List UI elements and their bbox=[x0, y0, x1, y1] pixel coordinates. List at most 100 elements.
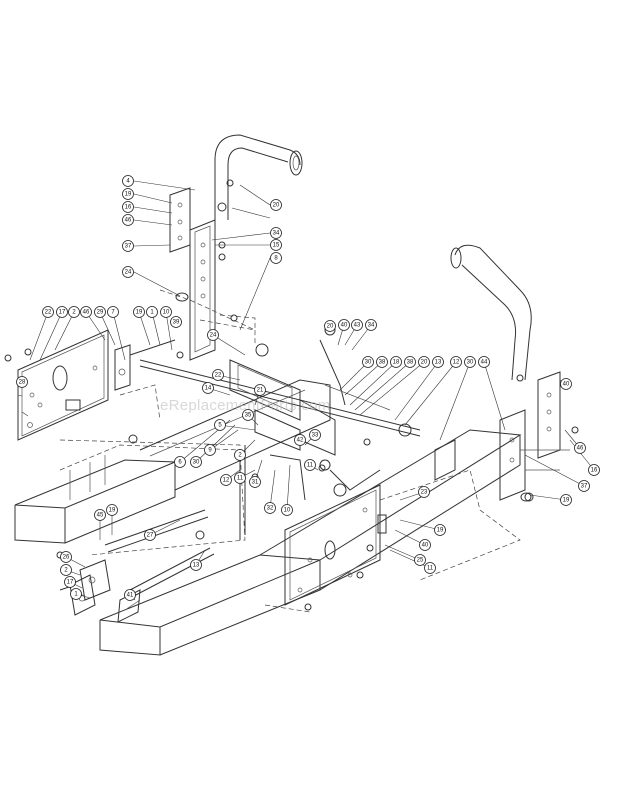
callout-c42: 21 bbox=[254, 384, 266, 396]
callout-c9: 2 bbox=[68, 306, 80, 318]
callout-label: 30 bbox=[365, 360, 372, 366]
callout-c4: 46 bbox=[122, 214, 134, 226]
callout-label: 20 bbox=[273, 203, 280, 209]
callout-label: 40 bbox=[563, 382, 570, 388]
callout-c50: 32 bbox=[264, 502, 276, 514]
callout-c27: 18 bbox=[390, 356, 402, 368]
callout-label: 19 bbox=[136, 310, 143, 316]
callout-c23: 24 bbox=[122, 266, 134, 278]
callout-c30: 13 bbox=[432, 356, 444, 368]
callout-label: 38 bbox=[407, 360, 414, 366]
callout-bubble bbox=[212, 369, 224, 381]
callout-c16: 39 bbox=[170, 316, 182, 328]
callout-label: 4 bbox=[126, 179, 130, 185]
callout-label: 19 bbox=[563, 498, 570, 504]
callout-bubble bbox=[144, 529, 156, 541]
callout-label: 11 bbox=[307, 463, 314, 469]
callout-bubble bbox=[270, 252, 282, 264]
callout-c31: 12 bbox=[450, 356, 462, 368]
callout-label: 17 bbox=[67, 580, 74, 586]
callout-bubble bbox=[234, 472, 246, 484]
callout-c28: 38 bbox=[404, 356, 416, 368]
callout-label: 5 bbox=[218, 423, 222, 429]
callout-bubble bbox=[220, 474, 232, 486]
callout-bubble bbox=[234, 449, 246, 461]
callout-bubble bbox=[560, 494, 572, 506]
callout-c64: 1 bbox=[70, 588, 82, 600]
callout-label: 15 bbox=[273, 243, 280, 249]
callout-bubble bbox=[324, 320, 336, 332]
callout-label: 11 bbox=[427, 566, 434, 572]
left-steering-handle bbox=[169, 134, 303, 361]
callout-c55: 12 bbox=[220, 474, 232, 486]
callout-bubble bbox=[60, 564, 72, 576]
callout-c14: 1 bbox=[146, 306, 158, 318]
callout-c35: 40 bbox=[560, 378, 572, 390]
callout-c24: 20 bbox=[270, 199, 282, 211]
callout-c5: 37 bbox=[122, 240, 134, 252]
callout-label: 14 bbox=[205, 386, 212, 392]
callout-c13: 19 bbox=[133, 306, 145, 318]
callout-c48: 2 bbox=[234, 449, 246, 461]
callout-c62: 2 bbox=[60, 564, 72, 576]
callout-label: 43 bbox=[354, 323, 361, 329]
callout-c12: 7 bbox=[107, 306, 119, 318]
callout-c61: 26 bbox=[60, 551, 72, 563]
callout-c58: 19 bbox=[106, 504, 118, 516]
callout-bubble bbox=[362, 356, 374, 368]
callout-bubble bbox=[264, 502, 276, 514]
callout-bubble bbox=[309, 429, 321, 441]
callout-label: 40 bbox=[341, 323, 348, 329]
callout-bubble bbox=[64, 576, 76, 588]
callout-bubble bbox=[450, 356, 462, 368]
callout-c45: 6 bbox=[174, 456, 186, 468]
callout-bubble bbox=[122, 201, 134, 213]
callout-label: 19 bbox=[125, 192, 132, 198]
callout-label: 34 bbox=[273, 231, 280, 237]
callout-c59: 27 bbox=[144, 529, 156, 541]
callout-bubble bbox=[338, 319, 350, 331]
callout-c39: 19 bbox=[560, 494, 572, 506]
callout-c51: 10 bbox=[281, 504, 293, 516]
callout-c15: 10 bbox=[160, 306, 172, 318]
callout-bubble bbox=[122, 175, 134, 187]
callout-label: 34 bbox=[368, 323, 375, 329]
hardware bbox=[4, 179, 579, 611]
callout-c68: 40 bbox=[419, 539, 431, 551]
right-steering-handle bbox=[450, 244, 570, 502]
callout-label: 17 bbox=[59, 310, 66, 316]
callout-bubble bbox=[588, 464, 600, 476]
callout-c44: 5 bbox=[214, 419, 226, 431]
callout-bubble bbox=[249, 476, 261, 488]
callout-c18: 40 bbox=[338, 319, 350, 331]
callout-bubble bbox=[432, 356, 444, 368]
callout-c67: 19 bbox=[434, 524, 446, 536]
callout-bubble bbox=[574, 442, 586, 454]
callout-c19: 43 bbox=[351, 319, 363, 331]
callout-c7: 22 bbox=[42, 306, 54, 318]
callout-bubble bbox=[270, 199, 282, 211]
callout-bubble bbox=[94, 306, 106, 318]
callout-label: 12 bbox=[453, 360, 460, 366]
callout-bubble bbox=[207, 329, 219, 341]
callout-c34: 24 bbox=[207, 329, 219, 341]
callout-bubble bbox=[174, 456, 186, 468]
callout-bubble bbox=[214, 419, 226, 431]
callout-label: 21 bbox=[257, 388, 264, 394]
callout-c71: 28 bbox=[16, 376, 28, 388]
callout-bubble bbox=[294, 434, 306, 446]
callout-label: 2 bbox=[64, 568, 68, 574]
callout-label: 20 bbox=[327, 324, 334, 330]
callout-label: 22 bbox=[45, 310, 52, 316]
callout-label: 31 bbox=[252, 480, 259, 486]
callout-label: 10 bbox=[163, 310, 170, 316]
callout-label: 46 bbox=[83, 310, 90, 316]
callout-label: 1 bbox=[150, 310, 154, 316]
leader-lines bbox=[17, 180, 595, 601]
callout-c8: 17 bbox=[56, 306, 68, 318]
callout-label: 11 bbox=[237, 476, 244, 482]
callout-label: 13 bbox=[435, 360, 442, 366]
callout-bubble bbox=[190, 559, 202, 571]
callout-c36: 46 bbox=[574, 442, 586, 454]
